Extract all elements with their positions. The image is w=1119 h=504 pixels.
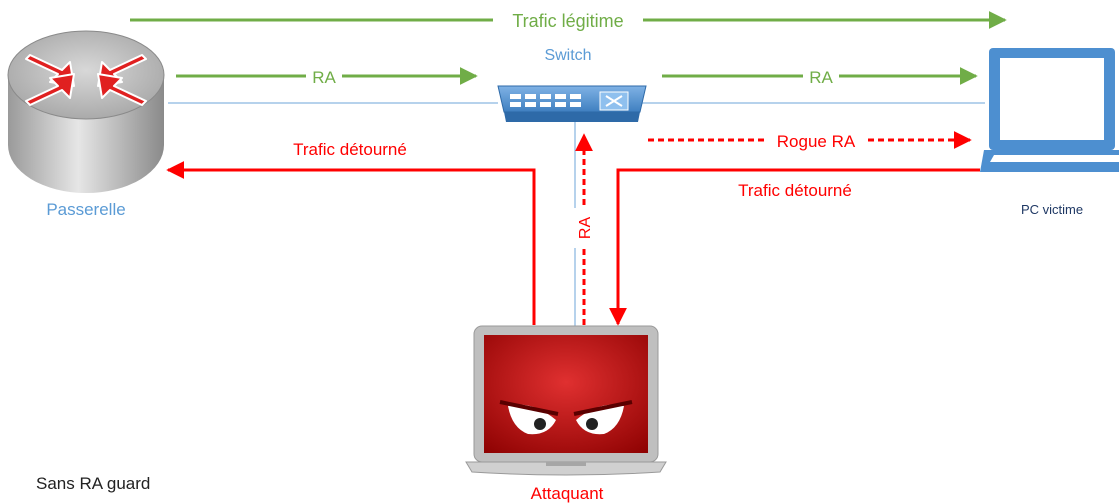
switch-label: Switch bbox=[544, 47, 591, 64]
ra-right-label: RA bbox=[809, 68, 833, 87]
diverted-arrow-right bbox=[609, 168, 980, 326]
caption-label: Sans RA guard bbox=[36, 474, 150, 493]
diverted-left-label: Trafic détourné bbox=[293, 140, 407, 159]
diverted-arrow-left bbox=[166, 161, 536, 325]
diverted-right-label: Trafic détourné bbox=[738, 181, 852, 200]
switch-icon bbox=[497, 85, 647, 122]
gateway-label: Passerelle bbox=[46, 200, 125, 219]
router-icon bbox=[7, 30, 165, 193]
laptop-icon bbox=[980, 48, 1119, 172]
ra-vertical-label: RA bbox=[577, 217, 594, 240]
ra-left-label: RA bbox=[312, 68, 336, 87]
legit-traffic-label: Trafic légitime bbox=[512, 11, 623, 31]
victim-label: PC victime bbox=[1021, 202, 1083, 217]
attacker-label: Attaquant bbox=[531, 484, 604, 503]
attacker-laptop-icon bbox=[465, 325, 667, 476]
rogue-ra-label: Rogue RA bbox=[777, 132, 856, 151]
